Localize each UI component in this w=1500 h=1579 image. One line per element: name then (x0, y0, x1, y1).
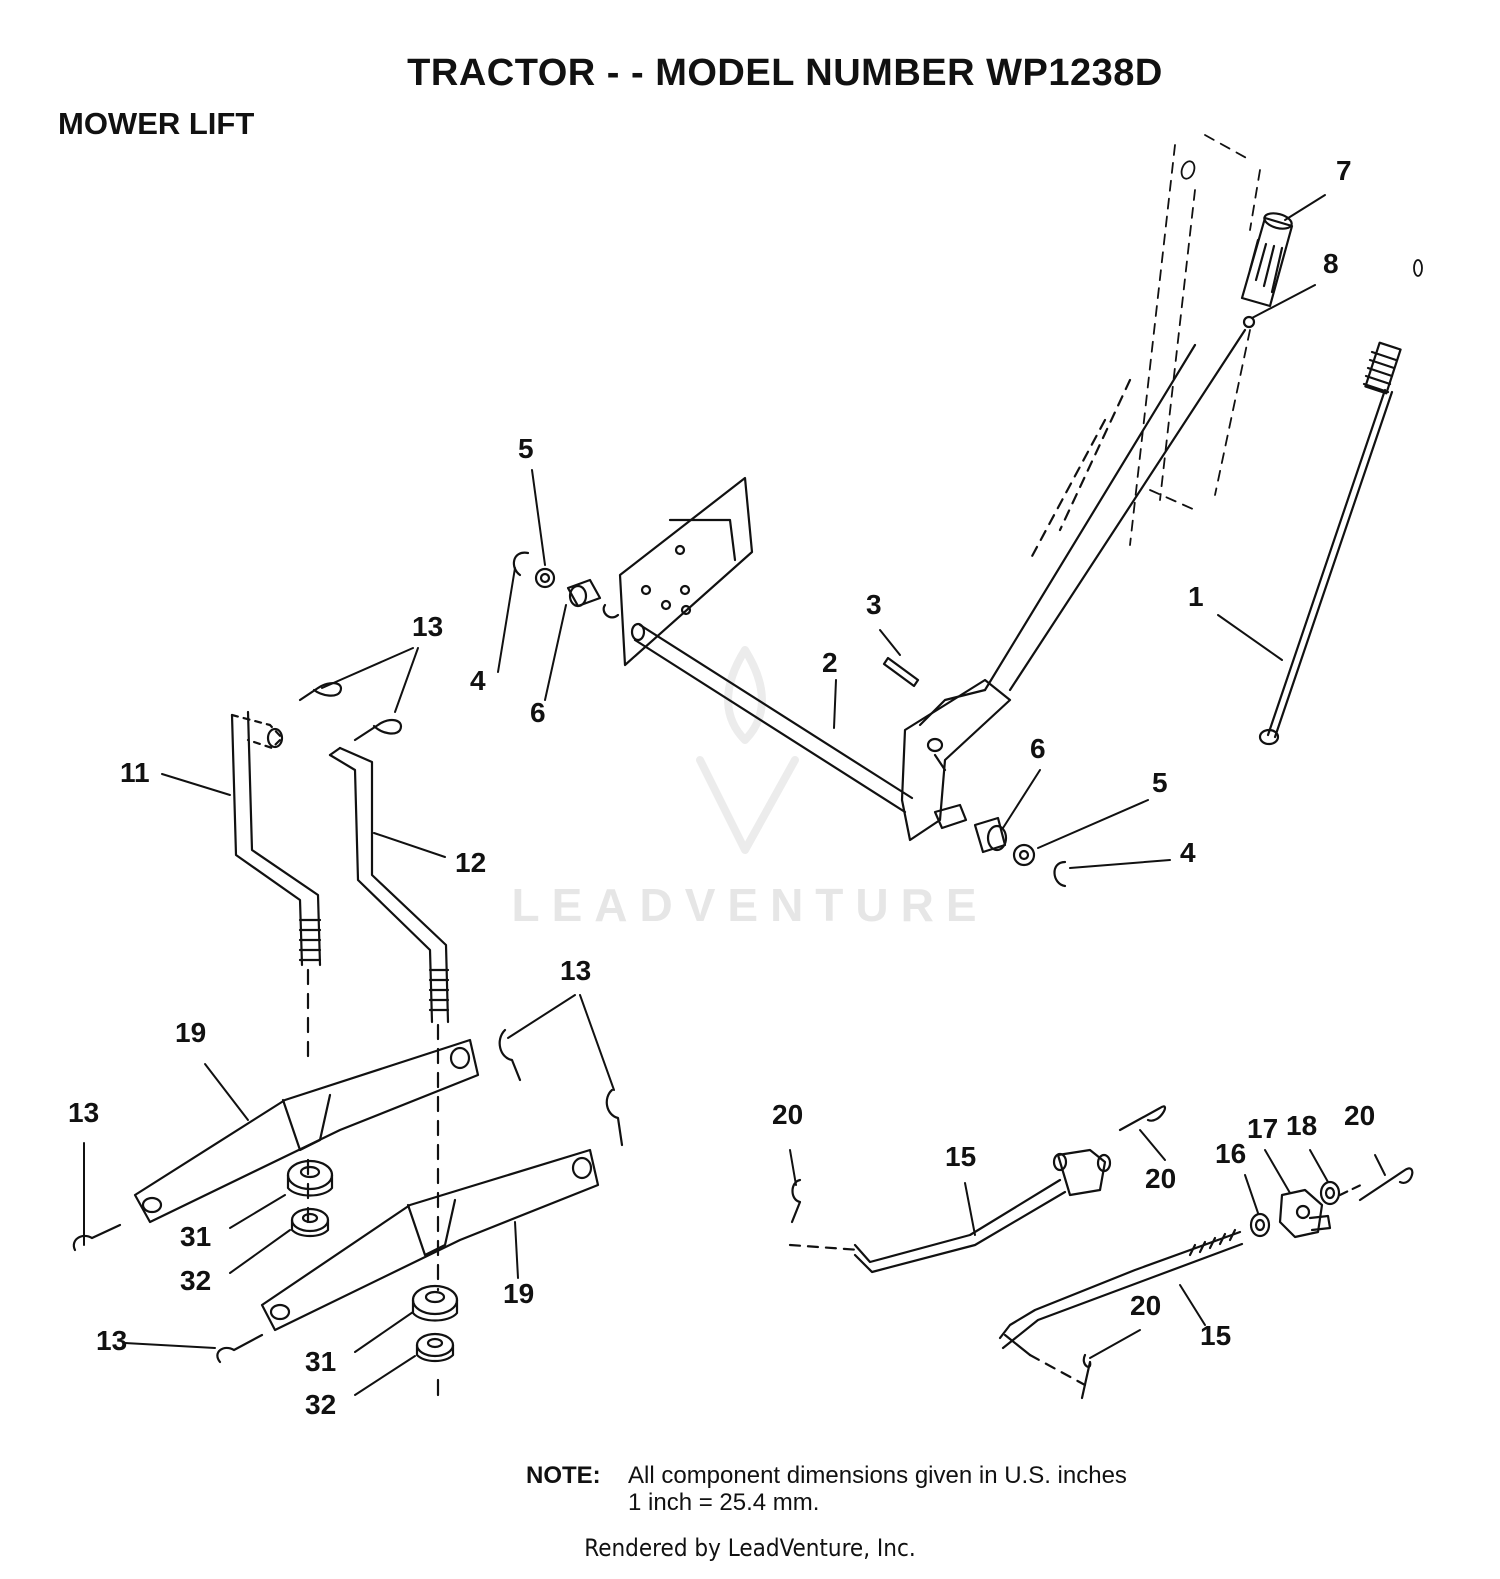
note-label: NOTE: (526, 1462, 601, 1489)
callout-32: 32 (180, 1265, 211, 1296)
part-15-adjustment-rod (998, 1228, 1244, 1387)
callout-17: 17 (1247, 1113, 1278, 1144)
part-7-handle-grip (1240, 212, 1294, 308)
callout-20: 20 (772, 1099, 803, 1130)
part-1-lift-rod (1258, 341, 1402, 746)
callout-20: 20 (1344, 1100, 1375, 1131)
right-hardware (933, 803, 1067, 888)
callout-5: 5 (518, 433, 534, 464)
part-18-washer (1319, 1180, 1341, 1206)
left-hardware (512, 551, 620, 619)
part-31-grommet (286, 1159, 459, 1322)
note-line-2: 1 inch = 25.4 mm. (628, 1489, 820, 1516)
part-13-hairpin-clip (72, 682, 624, 1364)
part-32-nut (290, 1207, 455, 1363)
callout-20: 20 (1130, 1290, 1161, 1321)
footer-credit: Rendered by LeadVenture, Inc. (584, 1534, 916, 1562)
callout-13: 13 (412, 611, 443, 642)
part-8-washer (1242, 315, 1256, 329)
callout-20: 20 (1145, 1163, 1176, 1194)
callout-1: 1 (1188, 581, 1204, 612)
part-19-lift-link (133, 1038, 480, 1224)
part-2-cross-shaft (630, 622, 914, 814)
callout-13: 13 (96, 1325, 127, 1356)
callout-32: 32 (305, 1389, 336, 1420)
callout-2: 2 (822, 647, 838, 678)
part-19-lift-link (260, 1148, 600, 1332)
callout-13: 13 (560, 955, 591, 986)
callout-6: 6 (1030, 733, 1046, 764)
callout-15: 15 (1200, 1320, 1231, 1351)
mounting-plate (618, 476, 754, 667)
part-11-hanger-rod (230, 710, 322, 1232)
callout-4: 4 (1180, 837, 1196, 868)
part-16-nut (1249, 1212, 1271, 1238)
callout-19: 19 (175, 1017, 206, 1048)
callout-13: 13 (68, 1097, 99, 1128)
callout-31: 31 (180, 1221, 211, 1252)
part-3-key (882, 656, 920, 688)
frame-hole-icon (1180, 160, 1423, 277)
callout-3: 3 (866, 589, 882, 620)
callout-31: 31 (305, 1346, 336, 1377)
watermark-logo: LEADVENTURE (511, 879, 989, 931)
part-15-adjustment-rod (788, 1148, 1112, 1274)
part-12-hanger-rod (328, 746, 450, 1397)
part-17-ferrule (1278, 1188, 1332, 1239)
section-title: MOWER LIFT (58, 106, 255, 141)
lever-bracket (900, 678, 1012, 842)
callout-7: 7 (1336, 155, 1352, 186)
watermark-flame-icon (696, 646, 799, 854)
page-title: TRACTOR - - MODEL NUMBER WP1238D (407, 52, 1163, 94)
callout-15: 15 (945, 1141, 976, 1172)
callout-4: 4 (470, 665, 486, 696)
callout-12: 12 (455, 847, 486, 878)
frame-outline (1129, 134, 1261, 546)
leader-lines (83, 194, 1386, 1396)
callout-6: 6 (530, 697, 546, 728)
callout-11: 11 (120, 757, 150, 788)
callout-19: 19 (503, 1278, 534, 1309)
callout-18: 18 (1286, 1110, 1317, 1141)
note-line-1: All component dimensions given in U.S. i… (628, 1462, 1127, 1489)
part-20-cotter-pin (790, 1105, 1414, 1400)
dimension-note: NOTE: All component dimensions given in U… (526, 1462, 1127, 1516)
callout-16: 16 (1215, 1138, 1246, 1169)
callout-5: 5 (1152, 767, 1168, 798)
lift-lever (983, 328, 1247, 692)
callout-8: 8 (1323, 248, 1339, 279)
